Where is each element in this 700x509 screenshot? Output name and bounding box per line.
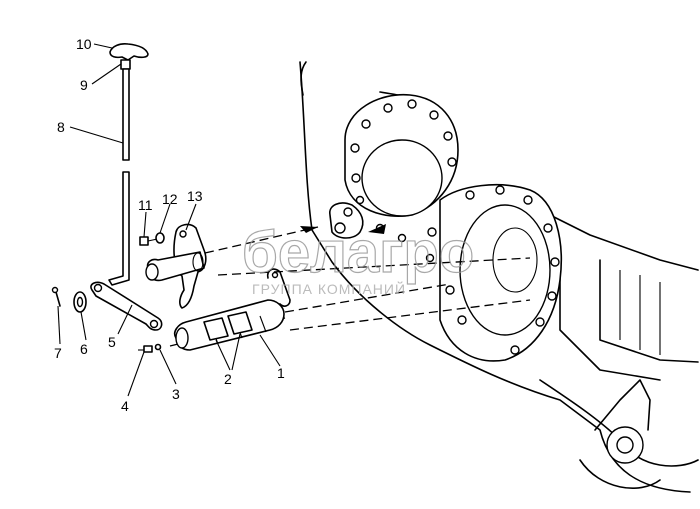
callout-6: 6 [80,341,88,357]
control-rod-assembly [51,43,163,331]
mounting-lug [329,202,364,239]
callout-4: 4 [121,398,129,414]
ring-part-2a [203,317,229,341]
arrow-right-icon [300,226,318,233]
callout-5: 5 [108,334,116,350]
screw-part-4 [138,345,153,353]
callout-9: 9 [80,77,88,93]
leader-lines [57,43,281,397]
callout-12: 12 [162,191,178,207]
callout-3: 3 [172,386,180,402]
lever-part-5 [90,281,163,331]
arrow-left-icon [368,224,386,234]
callout-1: 1 [277,365,285,381]
nut-part-9 [120,59,131,70]
callout-11: 11 [138,197,153,213]
rod-part-8-upper [122,68,130,161]
callout-13: 13 [187,188,203,204]
callout-10: 10 [76,36,92,52]
watermark-brand: белагро [242,220,474,285]
callout-2: 2 [224,371,232,387]
ring-part-2b [227,311,253,335]
rod-part-8-lower [108,171,130,286]
lower-flange [375,184,563,362]
upper-flange [344,93,459,217]
callout-8: 8 [57,119,65,135]
callout-labels: 10 9 8 11 12 13 5 6 7 4 3 2 1 [54,36,285,414]
washer-part-12 [155,232,165,244]
ball-part-3 [154,343,162,351]
fork-assembly-part-13 [139,223,207,309]
pin-part-7 [55,291,61,307]
shaft-part-1 [173,268,291,351]
knob-part-10 [109,43,149,61]
watermark: белагро ГРУППА КОМПАНИЙ [241,219,474,297]
transmission-housing [299,61,699,493]
watermark-tagline: ГРУППА КОМПАНИЙ [252,280,406,297]
callout-7: 7 [54,345,62,361]
